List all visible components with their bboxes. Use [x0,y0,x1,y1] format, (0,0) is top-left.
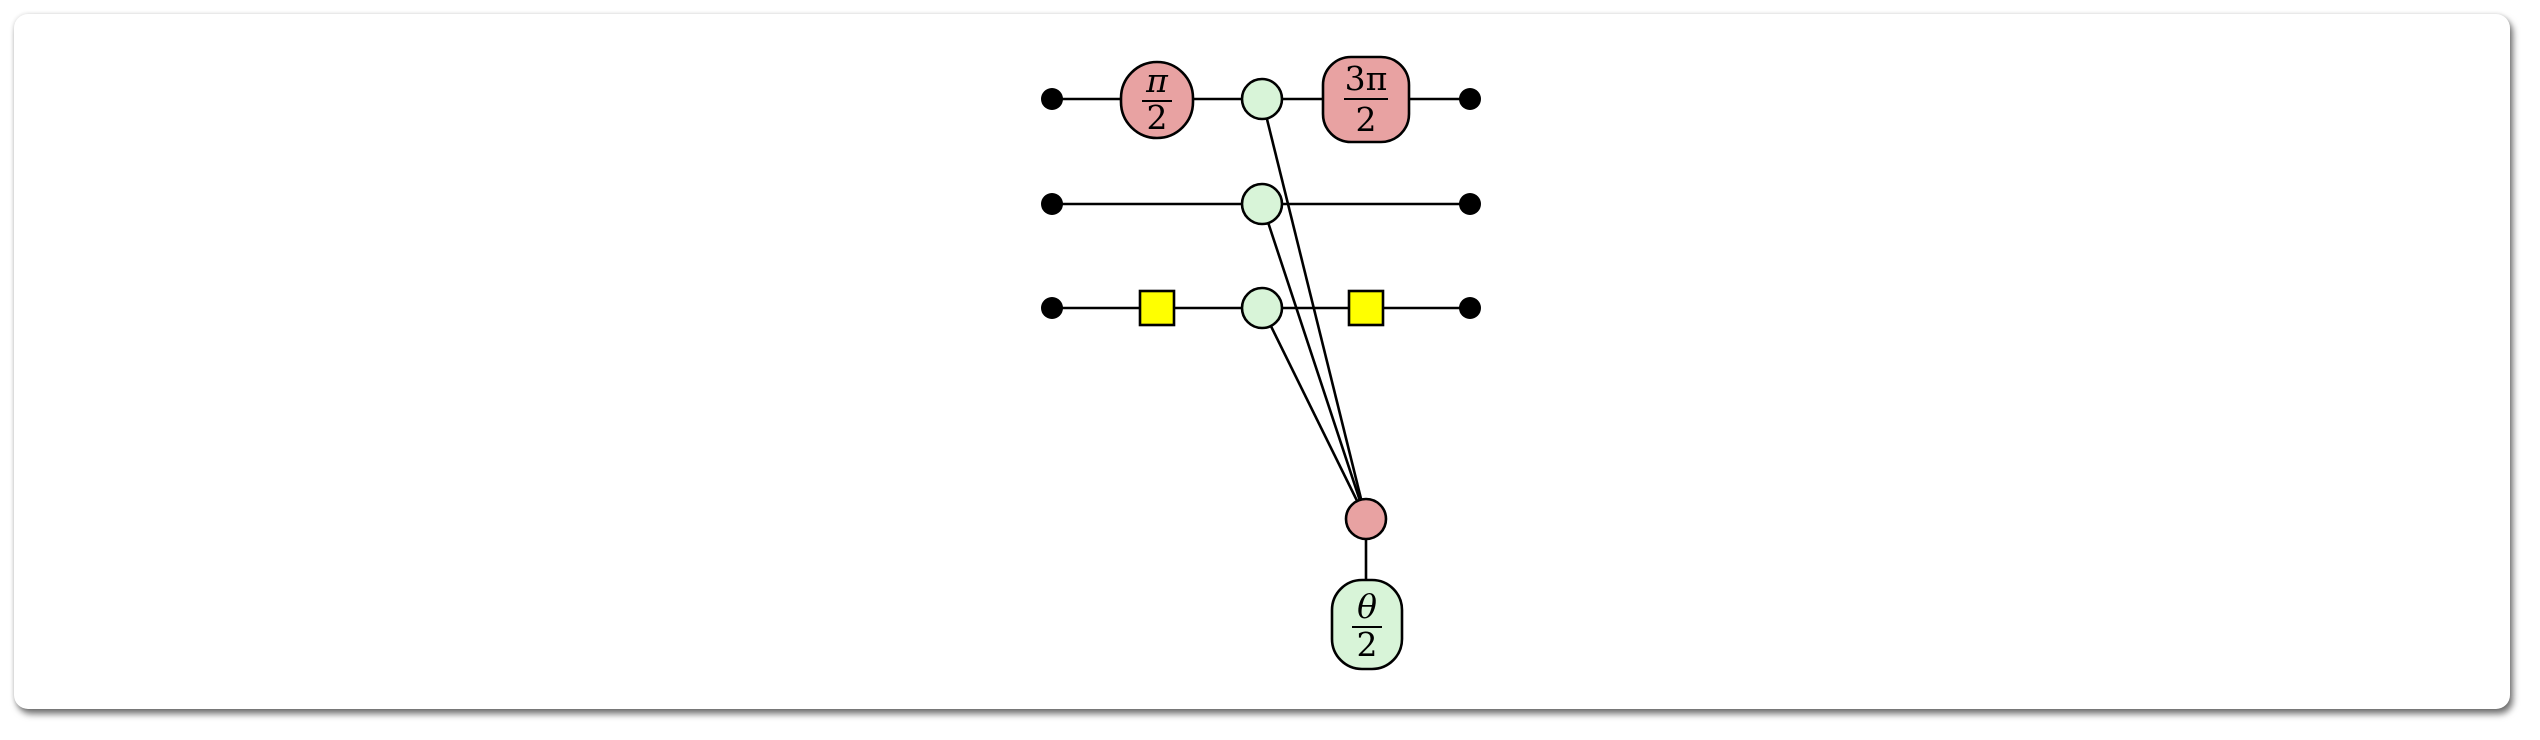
red-spider-3pi-over-2: 3π 2 [1321,55,1411,144]
green-spider-theta-over-2: θ 2 [1330,578,1404,671]
input-terminal [1041,193,1063,215]
phase-denominator: 2 [1147,98,1168,137]
input-terminal [1041,297,1063,319]
hadamard-box-right [1347,289,1385,327]
input-terminal [1041,88,1063,110]
hadamard-box-left [1138,289,1176,327]
red-spider-pi-over-2: π 2 [1119,60,1195,140]
terminals [1041,88,1481,319]
edge-green3-red [1260,307,1368,520]
phase-numerator: π [1145,61,1169,100]
green-spider-2 [1240,182,1284,226]
edge-green2-red [1260,203,1368,520]
phase-denominator: 2 [1357,625,1378,664]
green-spider-3 [1240,286,1284,330]
wires [1052,97,1470,590]
edge-green1-red [1260,98,1368,520]
phase-denominator: 2 [1356,100,1377,139]
phase-numerator: 3π [1345,59,1388,98]
output-terminal [1459,88,1481,110]
green-spider-1 [1240,77,1284,121]
phase-numerator: θ [1357,587,1377,626]
green-spiders [1240,77,1284,330]
output-terminal [1459,297,1481,319]
hadamard-boxes [1138,289,1385,327]
red-spider-bottom [1344,497,1388,541]
output-terminal [1459,193,1481,215]
diagram-card [14,14,2510,709]
